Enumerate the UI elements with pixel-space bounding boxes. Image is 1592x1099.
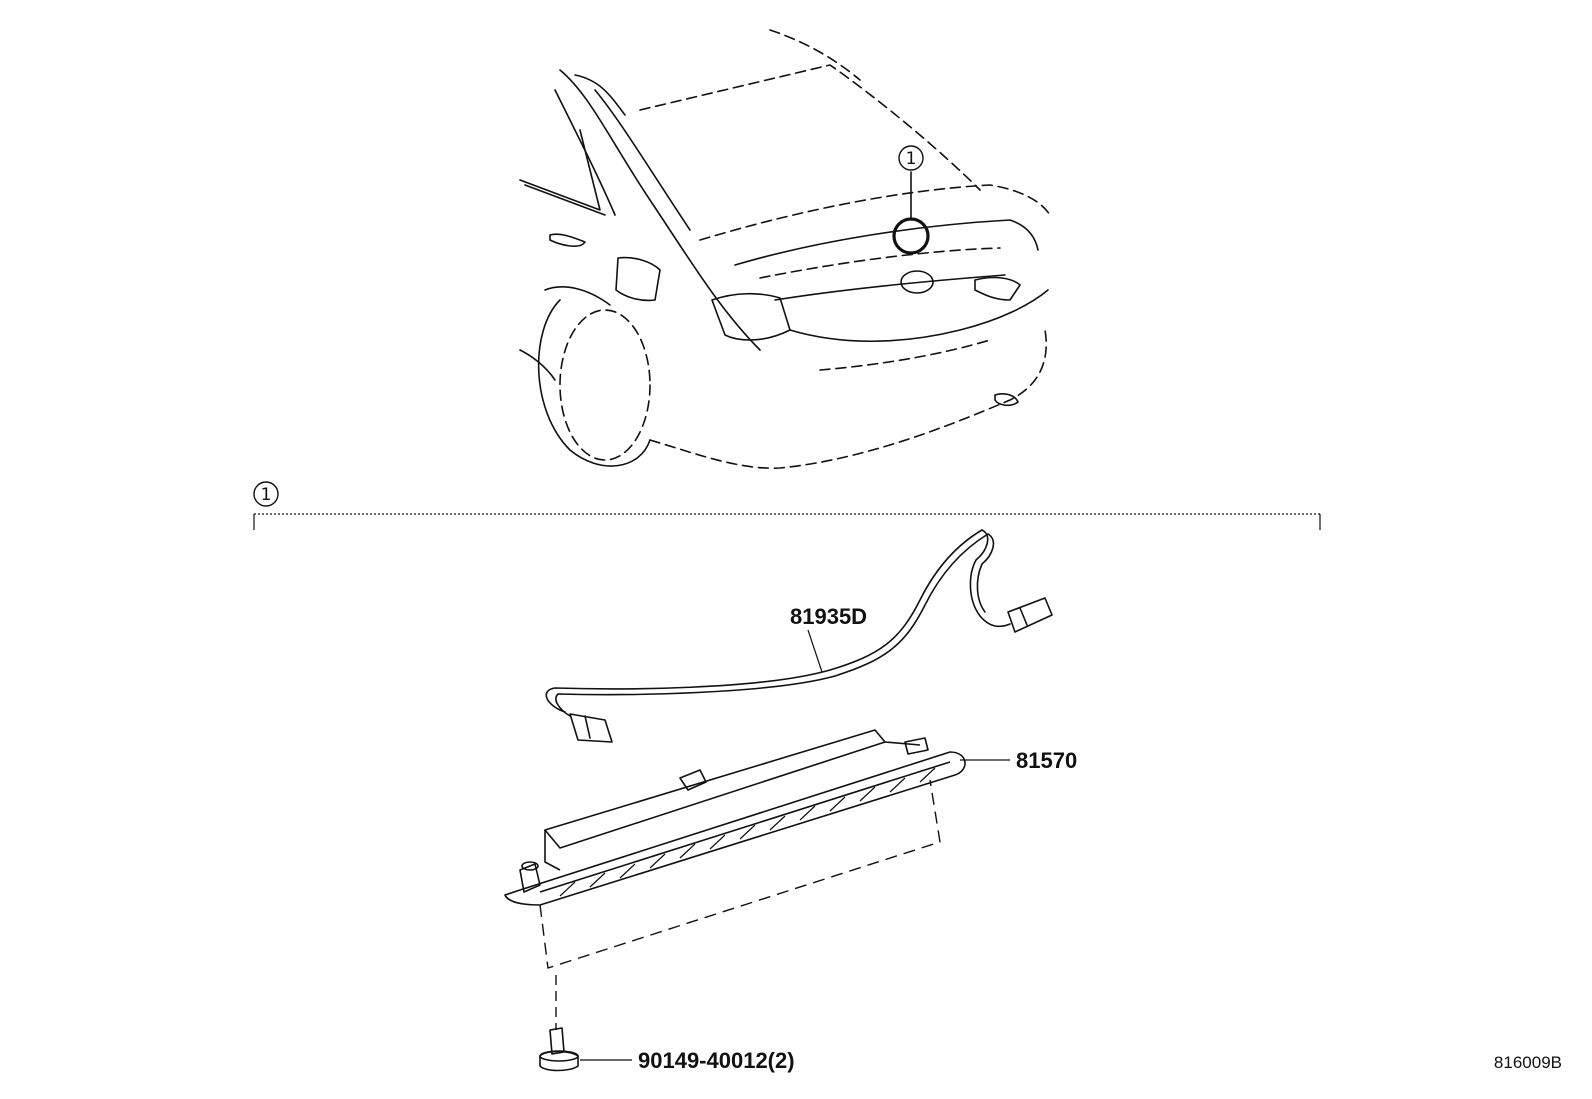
part-label-screw: 90149-40012(2)	[638, 1048, 795, 1073]
screw	[539, 975, 579, 1072]
part-label-lamp: 81570	[1016, 748, 1077, 773]
svg-text:1: 1	[906, 149, 917, 169]
callout-marker-vehicle: 1	[898, 145, 924, 171]
wire-leader	[807, 629, 823, 673]
vehicle-rear-view	[519, 29, 1051, 469]
stop-lamp-assembly	[504, 729, 966, 969]
svg-text:1: 1	[261, 485, 272, 505]
assembly-bracket	[253, 513, 1321, 530]
wire-harness	[545, 529, 1053, 743]
part-label-wire: 81935D	[790, 604, 867, 629]
reference-code: 816009B	[1493, 1053, 1562, 1072]
callout-marker-assembly: 1	[253, 481, 279, 507]
